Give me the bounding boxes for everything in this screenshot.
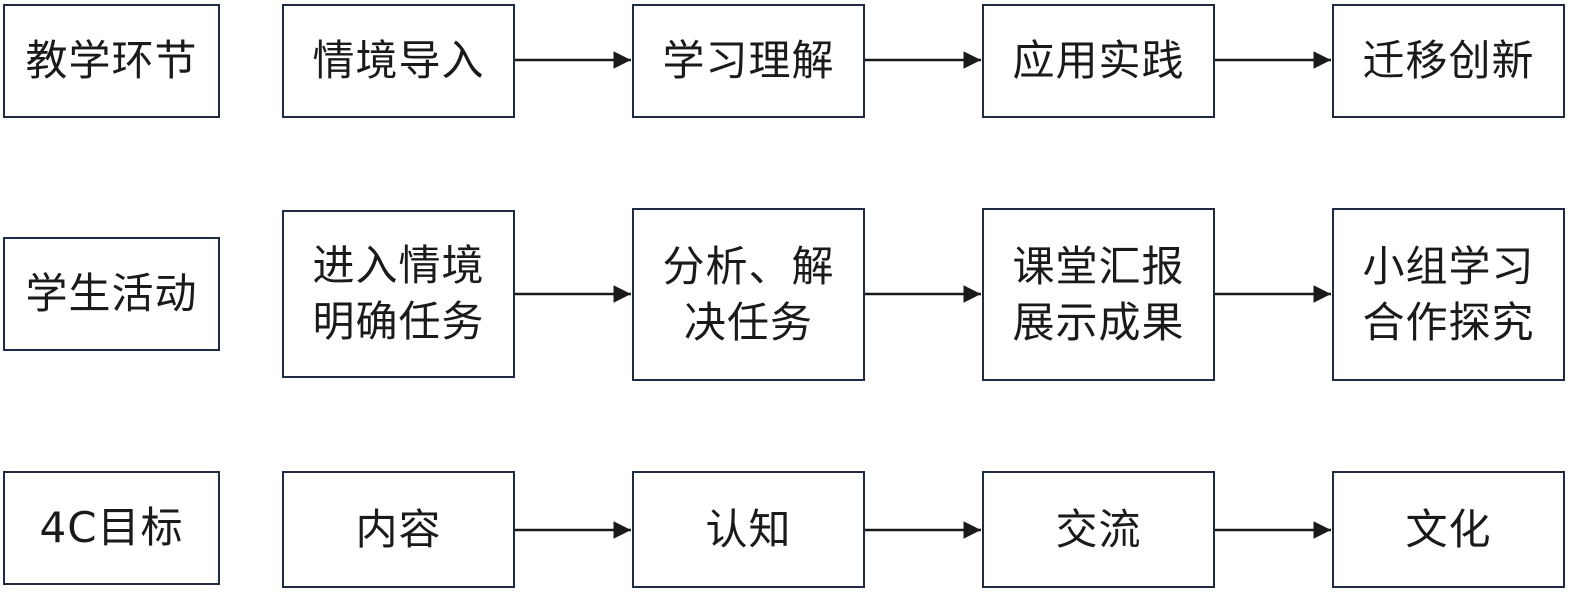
step-text: 情境导入 (312, 36, 485, 85)
step-box: 内容 (282, 471, 515, 588)
step-box: 进入情境 明确任务 (282, 210, 515, 378)
step-text: 学习理解 (662, 36, 835, 85)
step-box: 迁移创新 (1332, 4, 1565, 118)
step-box: 分析、解 决任务 (632, 208, 865, 381)
row-label-teaching-stage: 教学环节 (3, 4, 220, 118)
row-label-text: 4C目标 (39, 503, 184, 552)
step-text: 认知 (705, 504, 792, 554)
step-text: 内容 (355, 504, 442, 554)
row-label-student-activity: 学生活动 (3, 237, 220, 351)
step-text: 进入情境 明确任务 (312, 241, 485, 346)
step-box: 小组学习 合作探究 (1332, 208, 1565, 381)
row-label-text: 学生活动 (25, 269, 198, 318)
step-text: 应用实践 (1012, 36, 1185, 85)
step-box: 交流 (982, 471, 1215, 588)
step-text: 分析、解 决任务 (662, 241, 835, 347)
row-label-4c-goals: 4C目标 (3, 471, 220, 585)
step-box: 课堂汇报 展示成果 (982, 208, 1215, 381)
step-box: 学习理解 (632, 4, 865, 118)
step-text: 交流 (1055, 504, 1142, 554)
step-box: 文化 (1332, 471, 1565, 588)
step-text: 小组学习 合作探究 (1362, 241, 1535, 347)
step-text: 文化 (1405, 504, 1492, 554)
step-text: 迁移创新 (1362, 36, 1535, 85)
row-label-text: 教学环节 (25, 36, 198, 85)
step-text: 课堂汇报 展示成果 (1012, 241, 1185, 347)
step-box: 认知 (632, 471, 865, 588)
step-box: 情境导入 (282, 4, 515, 118)
step-box: 应用实践 (982, 4, 1215, 118)
